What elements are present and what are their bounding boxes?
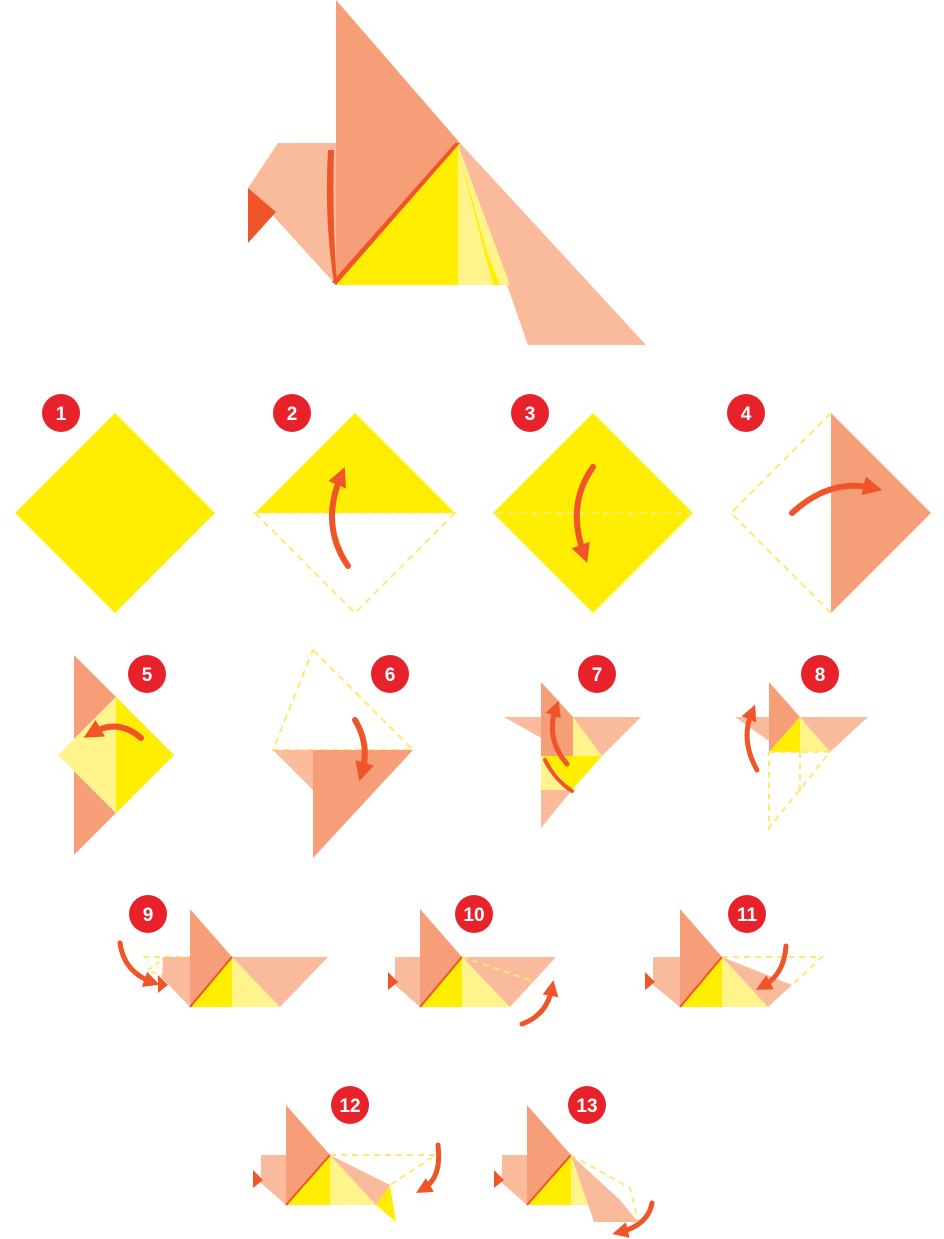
step-4-diagram — [731, 413, 931, 613]
step-number-8: 8 — [815, 665, 826, 686]
step-number-3: 3 — [525, 404, 536, 425]
step-number-1: 1 — [56, 404, 67, 425]
step-badge-12: 12 — [331, 1086, 369, 1124]
step-1-diagram — [15, 413, 215, 613]
step-number-11: 11 — [737, 905, 758, 926]
step-number-5: 5 — [142, 665, 153, 686]
step-8-diagram — [735, 682, 868, 828]
step-badge-5: 5 — [128, 655, 166, 693]
step-number-4: 4 — [741, 404, 752, 425]
step-badge-6: 6 — [371, 655, 409, 693]
step-7-diagram — [504, 682, 641, 828]
step-number-2: 2 — [287, 404, 298, 425]
step-badge-7: 7 — [578, 655, 616, 693]
step-badge-1: 1 — [42, 394, 80, 432]
step-3-diagram — [493, 413, 693, 613]
fold-arrow-icon — [120, 943, 152, 982]
step-badge-8: 8 — [801, 655, 839, 693]
fold-arrow-icon — [522, 988, 552, 1024]
step-badge-2: 2 — [273, 394, 311, 432]
finished-bird-illustration — [248, 0, 646, 345]
step-number-9: 9 — [143, 905, 154, 926]
step-badge-9: 9 — [129, 895, 167, 933]
step-badge-4: 4 — [727, 394, 765, 432]
fold-arrow-icon — [423, 1145, 439, 1189]
step-badge-10: 10 — [455, 895, 493, 933]
step-2-diagram — [255, 413, 455, 613]
step-13-diagram — [494, 1105, 652, 1232]
step-number-13: 13 — [576, 1096, 597, 1117]
step-number-6: 6 — [385, 665, 396, 686]
step-badge-13: 13 — [568, 1086, 606, 1124]
step-number-7: 7 — [592, 665, 603, 686]
step-number-10: 10 — [463, 905, 484, 926]
step-badge-11: 11 — [728, 895, 766, 933]
step-badge-3: 3 — [511, 394, 549, 432]
step-number-12: 12 — [339, 1096, 360, 1117]
